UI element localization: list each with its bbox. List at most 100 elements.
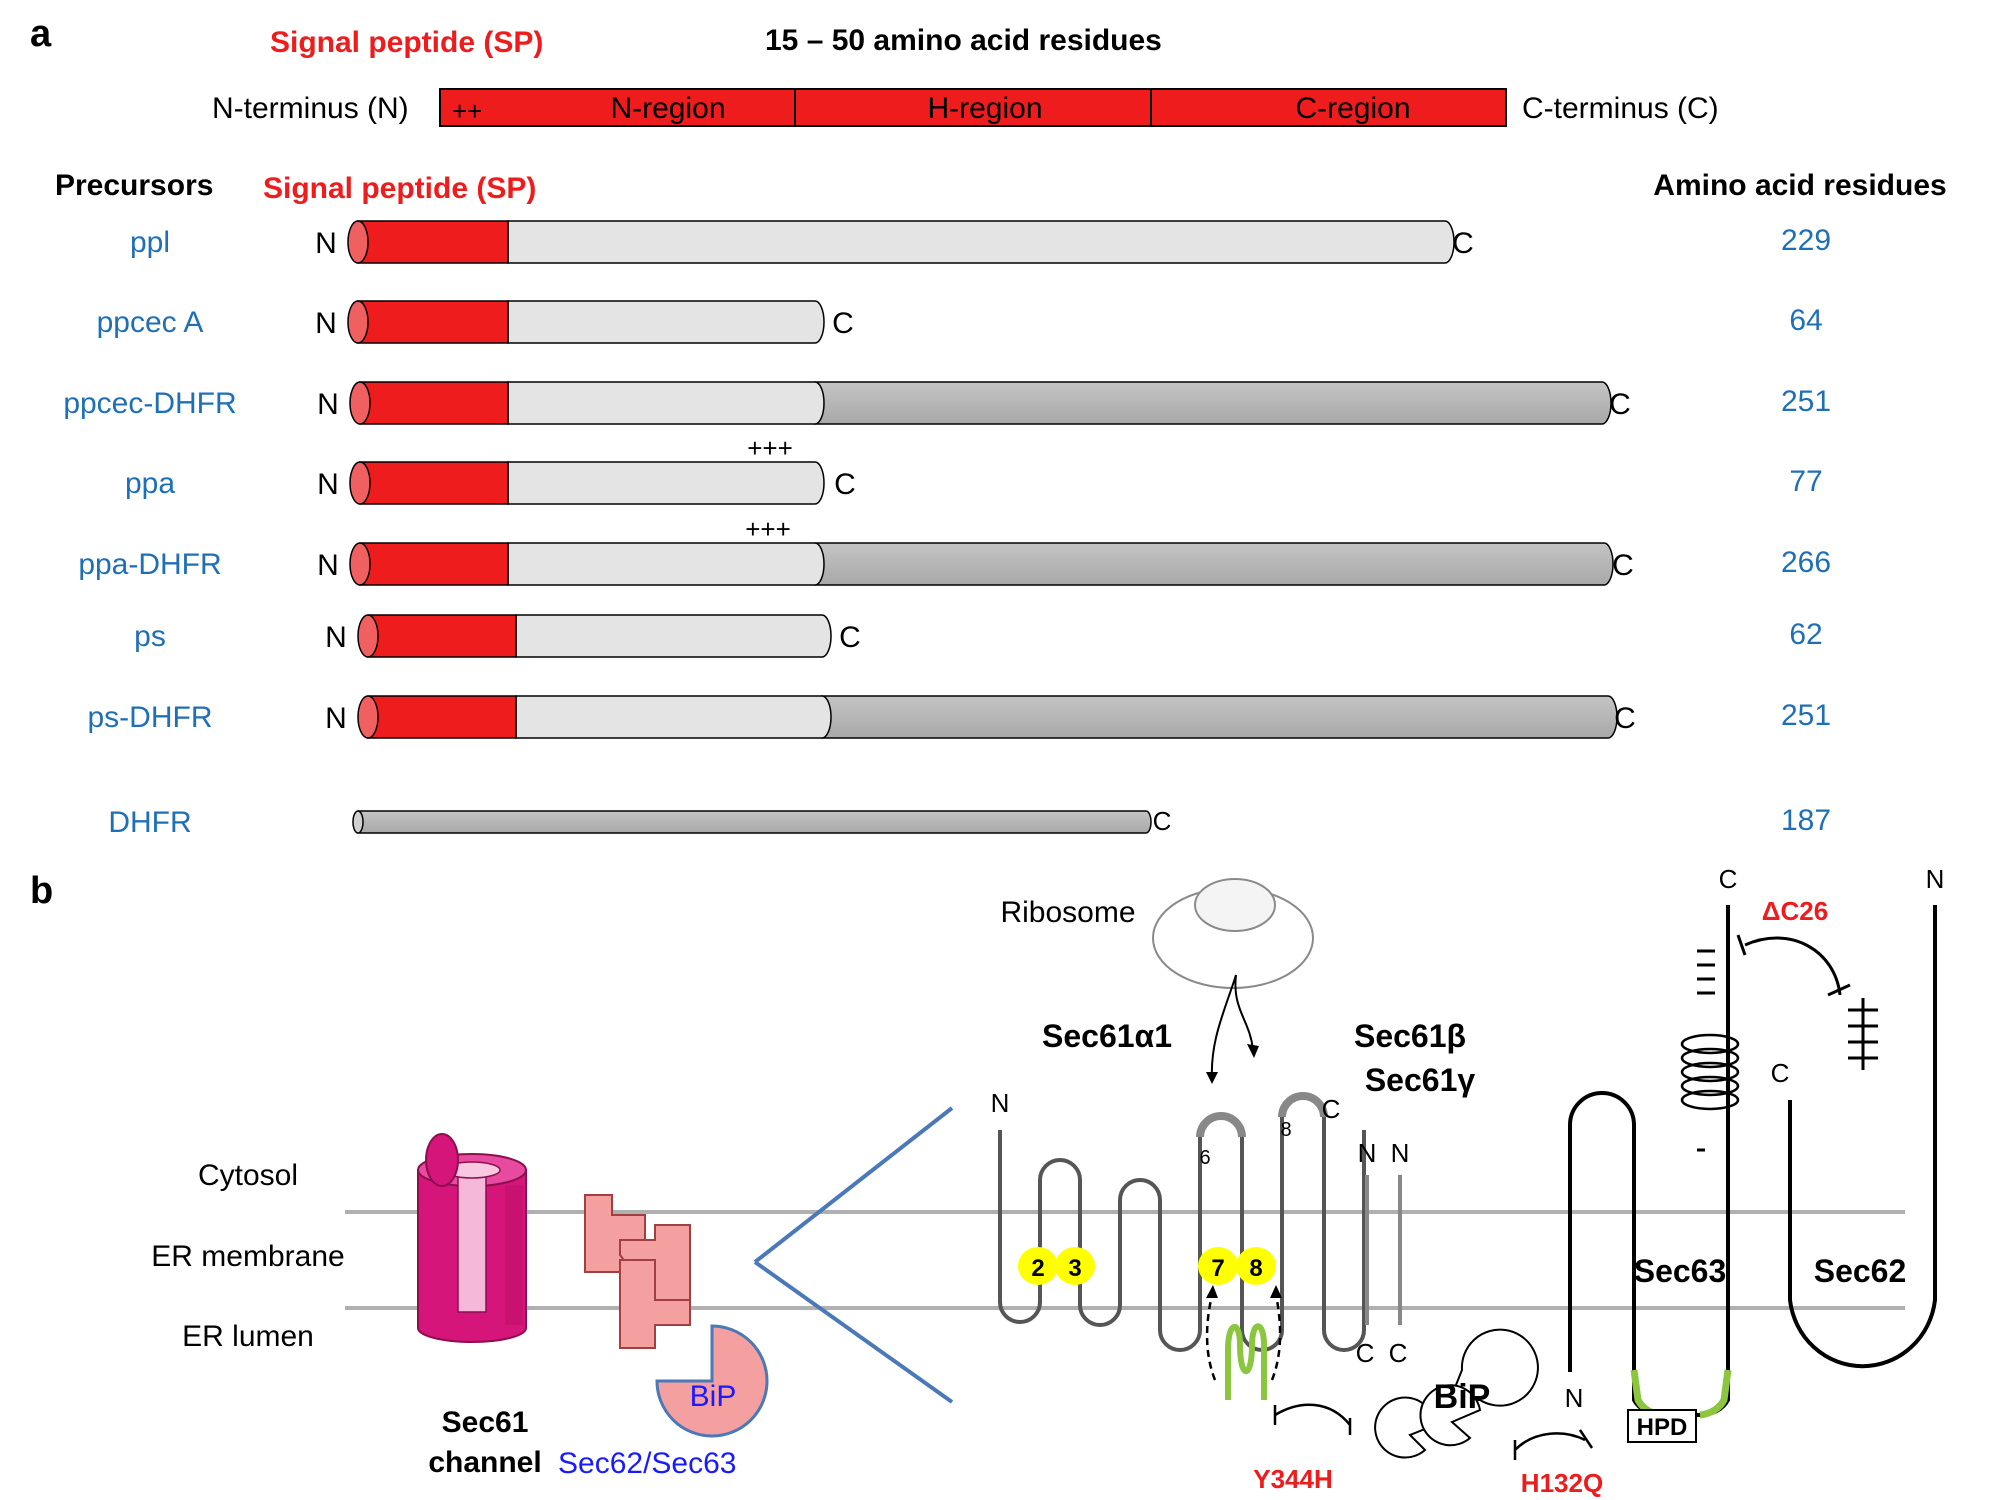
n-terminus-label: N — [317, 549, 339, 582]
dhfr-cap — [352, 810, 364, 834]
mature-region-rod — [507, 461, 825, 505]
sec61-label-line1: Sec61 — [442, 1406, 529, 1439]
precursor-name: ps-DHFR — [88, 701, 213, 734]
sec61b-label: Sec61β — [1354, 1018, 1466, 1054]
positive-charge-marker: +++ — [745, 514, 791, 544]
signal-peptide-rod — [359, 542, 509, 586]
mature-region-rod — [515, 614, 832, 658]
n-terminus-label: N-terminus (N) — [212, 92, 409, 125]
sec62-c-terminus: C — [1771, 1058, 1790, 1088]
signal-peptide-cap — [357, 614, 379, 658]
bip-label: BiP — [690, 1380, 737, 1413]
precursor-name: ps — [134, 620, 166, 653]
c-terminus-label: C — [1452, 227, 1474, 260]
residue-count: 77 — [1789, 465, 1822, 498]
sec61-channel-icon — [417, 1133, 527, 1343]
c-region-label: C-region — [1295, 92, 1410, 125]
loop-8-label: 8 — [1280, 1119, 1291, 1141]
sec62-n-terminus: N — [1926, 864, 1945, 894]
residue-count: 266 — [1781, 546, 1831, 579]
precursor-name: ppa — [125, 467, 175, 500]
c-terminus-label: C-terminus (C) — [1522, 92, 1719, 125]
sec63-n-terminus: N — [1565, 1383, 1584, 1413]
sec61g-c-terminus: C — [1389, 1338, 1408, 1368]
er-lumen-label: ER lumen — [182, 1320, 314, 1353]
positive-charge: ++ — [452, 96, 482, 126]
sp-column-header: Signal peptide (SP) — [263, 172, 536, 205]
sec62-topology — [1736, 905, 1937, 1369]
precursor-name: ppa-DHFR — [78, 548, 221, 581]
sec62-sec63-label: Sec62/Sec63 — [558, 1447, 736, 1480]
signal-peptide-cap — [349, 381, 371, 425]
signal-peptide-cap — [347, 220, 369, 264]
loop-6-label: 6 — [1199, 1147, 1210, 1169]
sec63-c-terminus: C — [1719, 864, 1738, 894]
sec63-label: Sec63 — [1634, 1253, 1727, 1289]
n-terminus-label: N — [325, 621, 347, 654]
signal-peptide-bar — [439, 88, 1507, 127]
panel-b-label: b — [30, 870, 53, 912]
residue-count: 229 — [1781, 224, 1831, 257]
er-membrane-label: ER membrane — [151, 1240, 344, 1273]
precursor-name: ppcec-DHFR — [63, 387, 236, 420]
precursor-name: ppl — [130, 226, 170, 259]
n-terminus-label: N — [317, 468, 339, 501]
dhfr-domain-rod — [814, 381, 1612, 425]
n-terminus-label: N — [315, 227, 337, 260]
c-terminus-label: C — [1609, 388, 1631, 421]
h132q-label: H132Q — [1521, 1468, 1603, 1498]
c-terminus-label: C — [1153, 806, 1172, 836]
dhfr-rod — [357, 810, 1152, 834]
signal-peptide-rod — [357, 220, 509, 264]
mature-region-rod — [507, 300, 825, 344]
mature-region-rod — [507, 381, 825, 425]
signal-peptide-cap — [349, 461, 371, 505]
dhfr-domain-rod — [821, 695, 1618, 739]
cytosol-label: Cytosol — [198, 1159, 298, 1192]
sec62-label: Sec62 — [1814, 1253, 1907, 1289]
signal-peptide-rod — [357, 300, 509, 344]
c-terminus-label: C — [1612, 549, 1634, 582]
precursor-name: DHFR — [108, 806, 191, 839]
sec61a1-n-terminus: N — [991, 1088, 1010, 1118]
residue-count: 64 — [1789, 304, 1822, 337]
positive-charge-marker: +++ — [747, 433, 793, 463]
n-terminus-label: N — [325, 702, 347, 735]
y344h-bracket — [1273, 1403, 1352, 1435]
helix-3-label: 3 — [1068, 1255, 1081, 1282]
precursor-name: ppcec A — [97, 306, 204, 339]
precursors-header: Precursors — [55, 169, 213, 202]
signal-peptide-cap — [357, 695, 379, 739]
helix-2-label: 2 — [1031, 1255, 1044, 1282]
helix-markers — [1018, 1247, 1276, 1285]
c-terminus-label: C — [832, 307, 854, 340]
helix-8-label: 8 — [1249, 1255, 1262, 1282]
bip-icon — [655, 1324, 769, 1438]
signal-peptide-cap — [347, 300, 369, 344]
residues-header: Amino acid residues — [1653, 169, 1946, 202]
hpd-domain-label: HPD — [1637, 1414, 1688, 1441]
sec62-sec63-blocks-icon — [584, 1194, 691, 1349]
ribosome-icon — [1152, 878, 1314, 1084]
panel-a-label: a — [30, 13, 52, 55]
h-region-label: H-region — [927, 92, 1042, 125]
ribosome-label: Ribosome — [1000, 896, 1135, 929]
sec61b-c-terminus: C — [1356, 1338, 1375, 1368]
n-region-label: N-region — [610, 92, 725, 125]
sec63-topology — [1568, 905, 1740, 1419]
sec61b-n-terminus: N — [1358, 1138, 1377, 1168]
sec61a1-topology — [998, 1092, 1366, 1400]
mature-region-rod — [507, 220, 1455, 264]
sec61a1-c-terminus: C — [1322, 1094, 1341, 1124]
bip-lumen-label: BiP — [1434, 1378, 1491, 1416]
helix-7-label: 7 — [1211, 1255, 1224, 1282]
sp-length-text: 15 – 50 amino acid residues — [765, 24, 1162, 57]
sec61-label-line2: channel — [428, 1446, 541, 1479]
n-terminus-label: N — [317, 388, 339, 421]
sec61g-n-terminus: N — [1391, 1138, 1410, 1168]
signal-peptide-cap — [349, 542, 371, 586]
signal-peptide-rod — [359, 461, 509, 505]
y344h-label: Y344H — [1253, 1464, 1333, 1494]
